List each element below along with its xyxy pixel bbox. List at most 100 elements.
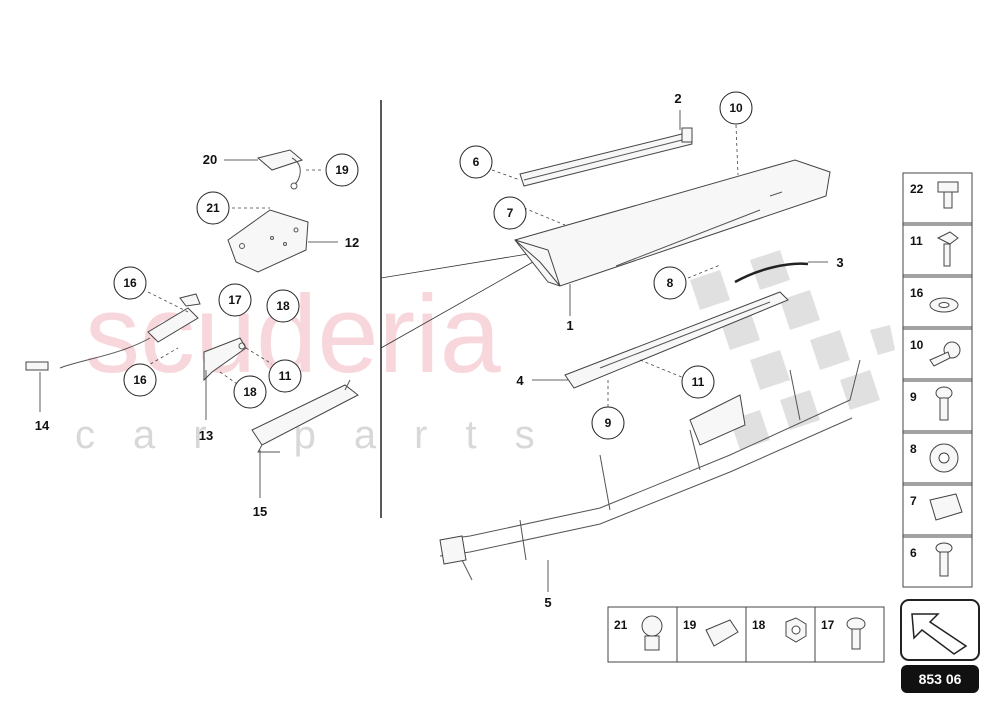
label-14: 14 — [35, 418, 50, 433]
callout-8: 8 — [653, 266, 687, 300]
hex-nut-icon — [785, 617, 807, 643]
glovebox-lid-10-part — [514, 159, 831, 287]
checkered-flag-watermark — [690, 250, 895, 450]
svg-text:7: 7 — [507, 206, 514, 220]
legend-bottom: 21 19 18 17 — [607, 606, 885, 663]
legend-item-17: 17 — [814, 606, 885, 663]
legend-item-16: 16 — [902, 276, 973, 328]
legend-item-19: 19 — [676, 606, 747, 663]
arrow-icon — [911, 613, 968, 655]
legend-item-21: 21 — [607, 606, 678, 663]
svg-text:16: 16 — [133, 373, 147, 387]
washer-icon — [929, 297, 959, 313]
label-12: 12 — [345, 235, 359, 250]
callout-9: 9 — [591, 406, 625, 440]
legend-item-7: 7 — [902, 484, 973, 536]
harness-15-part — [251, 379, 359, 453]
svg-text:10: 10 — [910, 338, 924, 352]
svg-text:11: 11 — [279, 369, 292, 383]
svg-text:19: 19 — [335, 163, 349, 177]
plate-12-part — [227, 209, 309, 273]
svg-text:19: 19 — [683, 618, 697, 632]
leader-11a — [245, 347, 273, 365]
callout-16a: 16 — [113, 266, 147, 300]
callout-19: 19 — [325, 153, 359, 187]
bracket-clip-icon — [705, 619, 739, 647]
callout-18a: 18 — [266, 289, 300, 323]
bolt-icon — [929, 341, 961, 367]
screw-icon — [936, 231, 959, 267]
carrier-4-part — [564, 291, 789, 389]
screw-icon — [935, 386, 953, 421]
clip-icon — [937, 181, 959, 209]
legend-item-9: 9 — [902, 380, 973, 432]
callout-10: 10 — [719, 91, 753, 125]
callout-18b: 18 — [233, 375, 267, 409]
reference-badge: 853 06 — [901, 665, 979, 693]
bracket-13-part — [203, 337, 247, 382]
legend-right: 22 11 16 10 9 8 7 — [902, 172, 973, 588]
label-5: 5 — [544, 595, 551, 610]
perspective-line-bottom — [380, 257, 541, 349]
svg-text:18: 18 — [243, 385, 257, 399]
legend-item-8: 8 — [902, 432, 973, 484]
watermark-car-parts: car parts — [75, 413, 573, 457]
legend-item-6: 6 — [902, 536, 973, 588]
leader-11b — [639, 359, 685, 379]
star-washer-icon — [929, 443, 959, 473]
leader-6 — [491, 169, 521, 181]
clip-nut-icon — [929, 493, 963, 521]
cross-member-5-part — [439, 359, 861, 581]
svg-text:22: 22 — [910, 182, 924, 196]
legend-item-18: 18 — [745, 606, 816, 663]
leader-16a — [147, 291, 189, 313]
label-1: 1 — [566, 318, 573, 333]
svg-text:6: 6 — [910, 546, 917, 560]
svg-text:8: 8 — [667, 276, 674, 290]
svg-text:9: 9 — [605, 416, 612, 430]
label-13: 13 — [199, 428, 213, 443]
push-clip-icon — [641, 615, 663, 651]
svg-text:10: 10 — [729, 101, 743, 115]
emblem-3-part — [734, 262, 809, 284]
svg-text:11: 11 — [692, 375, 705, 389]
bracket-20-part — [256, 149, 304, 190]
svg-text:9: 9 — [910, 390, 917, 404]
label-3: 3 — [836, 255, 843, 270]
legend-item-10: 10 — [902, 328, 973, 380]
sensor-16-part — [25, 293, 201, 371]
callout-11b: 11 — [681, 365, 715, 399]
svg-text:18: 18 — [752, 618, 766, 632]
label-4: 4 — [516, 373, 524, 388]
svg-text:16: 16 — [123, 276, 137, 290]
svg-text:7: 7 — [910, 494, 917, 508]
svg-text:853 06: 853 06 — [919, 671, 962, 687]
label-20: 20 — [203, 152, 217, 167]
reference-arrow-box — [900, 599, 980, 661]
svg-text:6: 6 — [473, 155, 480, 169]
svg-text:8: 8 — [910, 442, 917, 456]
screw-icon — [846, 617, 866, 650]
svg-text:21: 21 — [206, 201, 220, 215]
callout-16b: 16 — [123, 363, 157, 397]
callout-17: 17 — [218, 283, 252, 317]
callout-11a: 11 — [268, 359, 302, 393]
callout-7: 7 — [493, 196, 527, 230]
svg-text:18: 18 — [276, 299, 290, 313]
legend-item-22: 22 — [902, 172, 973, 224]
label-2: 2 — [674, 91, 681, 106]
svg-text:17: 17 — [228, 293, 242, 307]
label-15: 15 — [253, 504, 267, 519]
svg-text:17: 17 — [821, 618, 835, 632]
perspective-line-top — [380, 251, 541, 279]
svg-text:11: 11 — [910, 234, 923, 248]
leader-7 — [523, 207, 566, 226]
screw-icon — [935, 542, 953, 577]
trim-strip-2-part — [519, 127, 693, 187]
svg-text:16: 16 — [910, 286, 924, 300]
callout-6: 6 — [459, 145, 493, 179]
callout-21: 21 — [196, 191, 230, 225]
svg-text:21: 21 — [614, 618, 628, 632]
leader-10 — [735, 124, 739, 176]
